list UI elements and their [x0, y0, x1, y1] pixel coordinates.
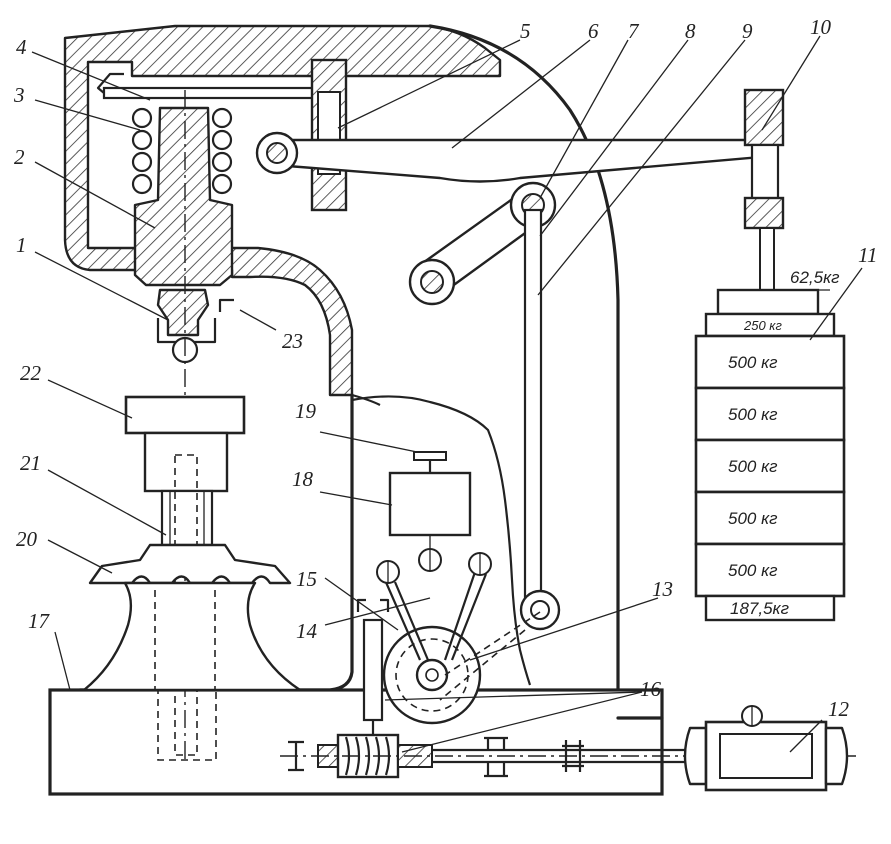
spindle: [133, 106, 234, 287]
weight-500-2: [694, 386, 846, 442]
weight-label-500-2: 500 кг: [728, 405, 778, 424]
frame-head: [63, 24, 502, 397]
motor-core: [719, 733, 813, 779]
cam-arm-left: [383, 579, 422, 661]
label-10: 10: [810, 15, 832, 39]
label-11: 11: [858, 243, 877, 267]
motor-end-left: [683, 726, 708, 786]
cam-dashed: [395, 638, 469, 712]
spring-left: [131, 107, 153, 195]
label-21: 21: [20, 451, 41, 475]
spring-right: [211, 107, 233, 195]
label-2: 2: [14, 145, 25, 169]
label-16: 16: [640, 677, 662, 701]
label-6: 6: [588, 19, 599, 43]
coupling: [562, 740, 584, 772]
label-5: 5: [520, 19, 531, 43]
label-12: 12: [828, 697, 850, 721]
main-lever: [273, 138, 778, 183]
leader-lines: [31, 35, 863, 753]
weight-500-4: [694, 490, 846, 546]
link-pivot-lower-pin: [420, 270, 444, 294]
label-3: 3: [13, 83, 25, 107]
cutaway-boundary: [351, 395, 532, 686]
dashpot-knob: [413, 451, 447, 461]
label-8: 8: [685, 19, 696, 43]
hanger-body: [750, 143, 780, 202]
weight-label-500-3: 500 кг: [728, 457, 778, 476]
screw-hidden: [157, 689, 217, 761]
rod-lower-pin: [530, 600, 550, 620]
label-19: 19: [295, 399, 317, 423]
label-15: 15: [296, 567, 317, 591]
hanger-top: [743, 88, 785, 147]
motor-end-right: [824, 726, 849, 786]
weight-500-3: [694, 438, 846, 494]
bearing-left: [288, 740, 304, 772]
weight-500-5: [694, 542, 846, 598]
label-9: 9: [742, 19, 753, 43]
weight-187-5: [704, 594, 836, 622]
label-23: 23: [282, 329, 303, 353]
lever-pivot-inner: [266, 142, 288, 164]
connecting-rod: [523, 208, 543, 612]
weight-label-187-5: 187,5кг: [730, 599, 789, 618]
hanger-rod: [759, 227, 775, 291]
weight-label-250: 250 кг: [743, 318, 782, 333]
bearing-mid: [484, 736, 508, 778]
weight-label-500-5: 500 кг: [728, 561, 778, 580]
anvil-head: [143, 431, 229, 493]
upper-rod: [102, 86, 338, 100]
specimen-block: [124, 395, 246, 435]
label-17: 17: [28, 609, 51, 633]
label-14: 14: [296, 619, 318, 643]
weight-label-500-1: 500 кг: [728, 353, 778, 372]
release-stop: [356, 598, 390, 612]
label-18: 18: [292, 467, 314, 491]
release-lever: [362, 618, 384, 722]
frame-inner-wall: [351, 393, 381, 406]
dashpot-body: [388, 471, 472, 537]
label-4: 4: [16, 35, 27, 59]
label-22: 22: [20, 361, 42, 385]
weight-62-5: [716, 288, 820, 316]
weight-label-62-5: 62,5кг: [790, 268, 840, 287]
label-20: 20: [16, 527, 38, 551]
cam-throw: [444, 611, 541, 676]
label-1: 1: [16, 233, 27, 257]
label-7: 7: [628, 19, 640, 43]
cam-arm-right: [443, 571, 477, 661]
hanger-bottom: [743, 196, 785, 230]
stop-bracket: [218, 298, 234, 312]
anvil-column: [82, 581, 302, 692]
label-13: 13: [652, 577, 673, 601]
weight-label-500-4: 500 кг: [728, 509, 778, 528]
indenter-holder: [156, 288, 210, 337]
handwheel: [88, 543, 292, 585]
